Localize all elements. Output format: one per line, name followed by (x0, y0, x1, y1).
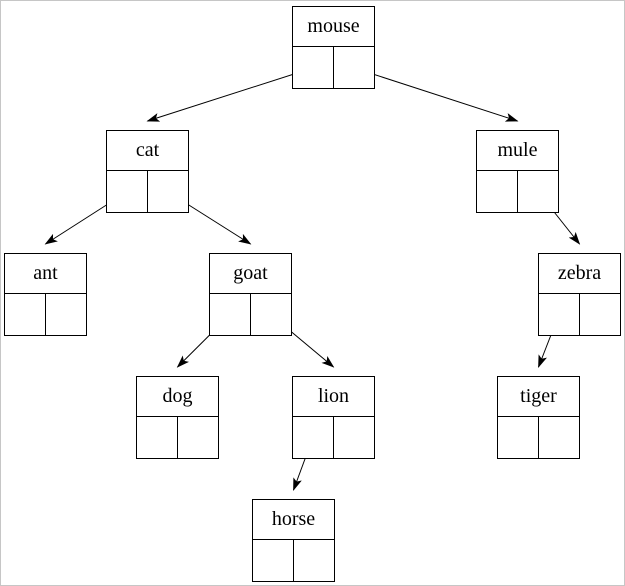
tree-node-zebra: zebra (538, 253, 621, 336)
node-pointer-cells (252, 540, 335, 582)
right-pointer-cell (334, 417, 374, 458)
node-label: tiger (497, 376, 580, 417)
right-pointer-cell (580, 294, 620, 335)
node-label: cat (106, 130, 189, 171)
right-pointer-cell (518, 171, 558, 212)
node-pointer-cells (136, 417, 219, 459)
left-pointer-cell (137, 417, 178, 458)
left-pointer-cell (293, 47, 334, 88)
edge-mouse-left-cat (146, 67, 313, 122)
left-pointer-cell (477, 171, 518, 212)
node-label: zebra (538, 253, 621, 294)
tree-node-dog: dog (136, 376, 219, 459)
node-label: mouse (292, 6, 375, 47)
left-pointer-cell (539, 294, 580, 335)
node-pointer-cells (497, 417, 580, 459)
left-pointer-cell (253, 540, 294, 581)
left-pointer-cell (107, 171, 148, 212)
node-pointer-cells (4, 294, 87, 336)
left-pointer-cell (210, 294, 251, 335)
right-pointer-cell (178, 417, 218, 458)
left-pointer-cell (293, 417, 334, 458)
node-label: mule (476, 130, 559, 171)
node-label: dog (136, 376, 219, 417)
node-pointer-cells (209, 294, 292, 336)
edge-mouse-right-mule (354, 67, 519, 122)
tree-node-mouse: mouse (292, 6, 375, 89)
right-pointer-cell (46, 294, 86, 335)
tree-node-goat: goat (209, 253, 292, 336)
tree-node-cat: cat (106, 130, 189, 213)
right-pointer-cell (251, 294, 291, 335)
left-pointer-cell (498, 417, 539, 458)
right-pointer-cell (334, 47, 374, 88)
tree-node-ant: ant (4, 253, 87, 336)
node-pointer-cells (106, 171, 189, 213)
left-pointer-cell (5, 294, 46, 335)
tree-node-horse: horse (252, 499, 335, 582)
node-label: ant (4, 253, 87, 294)
node-label: lion (292, 376, 375, 417)
tree-node-tiger: tiger (497, 376, 580, 459)
right-pointer-cell (148, 171, 188, 212)
node-pointer-cells (292, 417, 375, 459)
node-pointer-cells (538, 294, 621, 336)
right-pointer-cell (294, 540, 334, 581)
right-pointer-cell (539, 417, 579, 458)
tree-node-lion: lion (292, 376, 375, 459)
node-pointer-cells (292, 47, 375, 89)
node-label: goat (209, 253, 292, 294)
tree-node-mule: mule (476, 130, 559, 213)
node-pointer-cells (476, 171, 559, 213)
node-label: horse (252, 499, 335, 540)
